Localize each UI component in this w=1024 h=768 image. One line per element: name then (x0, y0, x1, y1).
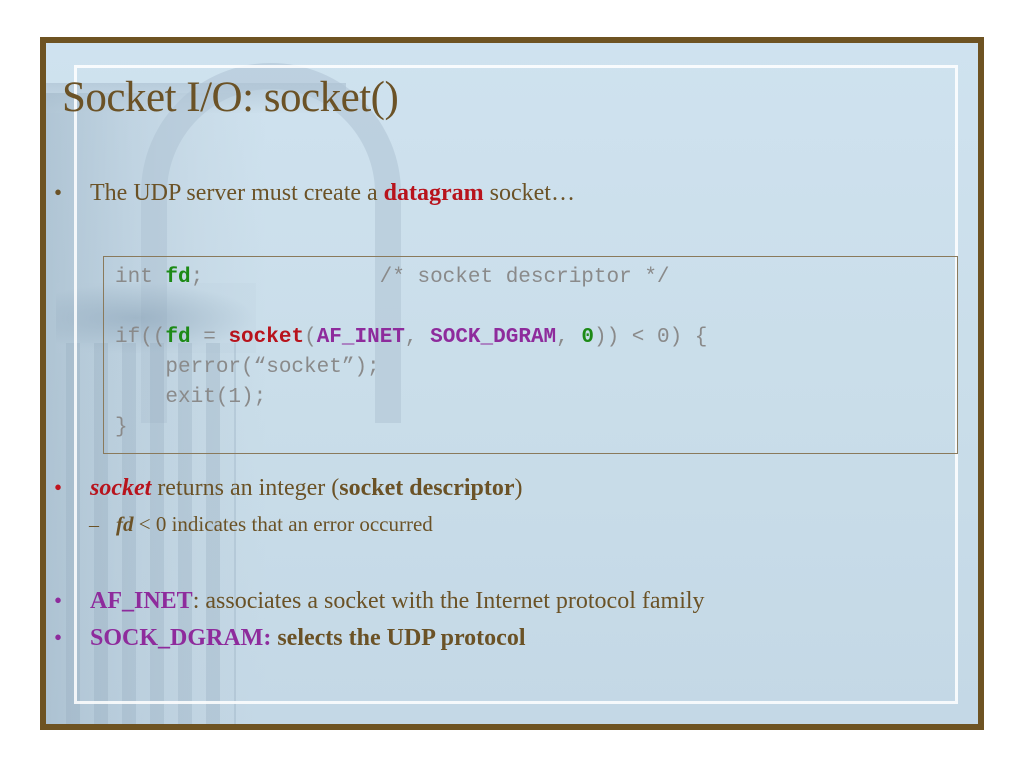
sub-bullet-text-post: < 0 indicates that an error occurred (133, 512, 433, 536)
emph-fd: fd (116, 512, 134, 536)
bullet-sock-dgram: • SOCK_DGRAM: selects the UDP protocol (54, 625, 526, 652)
bullet-text: socket returns an integer (socket descri… (90, 475, 523, 502)
bullet-dot: • (54, 588, 63, 613)
bullet-text: The UDP server must create a datagram so… (90, 180, 575, 207)
code-line-4: perror(“socket”); (115, 356, 380, 379)
slide-panel: Socket I/O: socket() • The UDP server mu… (46, 43, 978, 724)
code-token-af-inet: AF_INET (316, 326, 405, 349)
code-token-sock-dgram: SOCK_DGRAM (430, 326, 557, 349)
code-token: , (404, 326, 431, 349)
slide-title: Socket I/O: socket() (62, 74, 399, 121)
code-token: ( (304, 326, 317, 349)
emph-socket-descriptor: socket descriptor (339, 475, 515, 501)
bullet-text-post: : associates a socket with the Internet … (192, 588, 705, 614)
code-token-socket: socket (228, 326, 305, 349)
bullet-text: SOCK_DGRAM: selects the UDP protocol (90, 625, 526, 652)
code-token: = (190, 326, 229, 349)
bullet-text-pre: The UDP server must create a (90, 180, 384, 206)
column-shaft-decoration (66, 343, 236, 724)
code-line-6: } (115, 416, 128, 439)
bullet-datagram: • The UDP server must create a datagram … (54, 180, 575, 207)
subbullet-fd-error: – fd < 0 indicates that an error occurre… (89, 512, 433, 537)
bullet-af-inet: • AF_INET: associates a socket with the … (54, 588, 705, 615)
slide-frame: Socket I/O: socket() • The UDP server mu… (40, 37, 984, 730)
sub-bullet-text: fd < 0 indicates that an error occurred (116, 512, 433, 537)
bullet-dot: • (54, 180, 63, 205)
code-line-5: exit(1); (115, 386, 267, 409)
bullet-text: AF_INET: associates a socket with the In… (90, 588, 705, 615)
code-token: int (115, 266, 166, 289)
bullet-text-post: socket… (483, 180, 575, 206)
bullet-text-post: ) (514, 475, 523, 501)
capital-decoration (56, 283, 256, 353)
code-token-fd: fd (165, 266, 191, 289)
code-token-fd: fd (165, 326, 191, 349)
emph-socket: socket (90, 475, 152, 501)
bullet-text-pre: returns an integer ( (151, 475, 340, 501)
sub-bullet-dash: – (89, 514, 99, 536)
bullet-text-post: selects the UDP protocol (271, 625, 526, 651)
emph-datagram: datagram (383, 180, 484, 206)
code-token: , (556, 326, 582, 349)
bullet-dot: • (54, 625, 63, 650)
code-token: if(( (115, 326, 166, 349)
code-token: )) < 0) { (593, 326, 708, 349)
bullet-socket-returns: • socket returns an integer (socket desc… (54, 475, 523, 502)
code-line-3: if((fd = socket(AF_INET, SOCK_DGRAM, 0))… (115, 323, 957, 353)
code-line-2 (115, 293, 957, 323)
code-line-1: int fd; /* socket descriptor */ (115, 263, 957, 293)
emph-af-inet: AF_INET (90, 588, 193, 614)
code-block: int fd; /* socket descriptor */ if((fd =… (103, 256, 958, 454)
code-token-zero: 0 (581, 326, 594, 349)
bullet-dot: • (54, 475, 63, 500)
code-token-comment: ; /* socket descriptor */ (190, 266, 670, 289)
emph-sock-dgram: SOCK_DGRAM: (90, 625, 272, 651)
